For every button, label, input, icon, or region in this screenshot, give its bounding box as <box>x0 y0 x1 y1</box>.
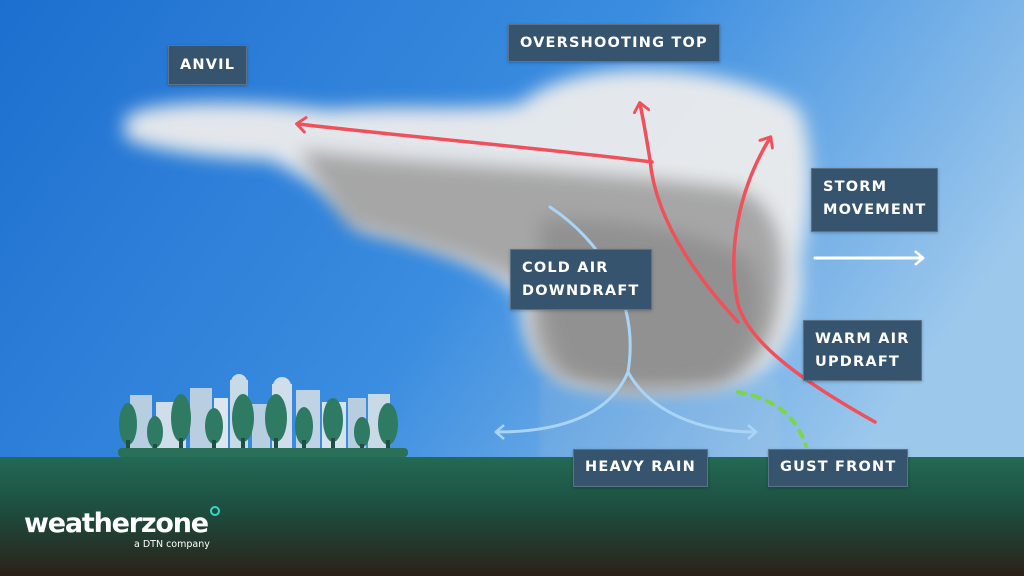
cold-outflow-left-arrow <box>494 370 630 440</box>
cold-air-downdraft-label: COLD AIR DOWNDRAFT <box>510 249 652 310</box>
warm-air-updraft-arrow <box>732 135 877 424</box>
heavy-rain-label: HEAVY RAIN <box>573 449 708 487</box>
overshooting-updraft-arrow <box>632 101 740 324</box>
logo-tagline: a DTN company <box>134 539 210 550</box>
trees <box>118 394 408 457</box>
logo-wordmark: weatherzone <box>24 508 209 539</box>
storm-movement-label: STORM MOVEMENT <box>811 168 939 232</box>
anvil-outflow-arrow <box>295 116 654 164</box>
overshooting-top-label: OVERSHOOTING TOP <box>508 24 720 62</box>
warm-air-updraft-label: WARM AIR UPDRAFT <box>803 320 922 381</box>
cold-outflow-right-arrow <box>626 370 758 440</box>
anvil-label: ANVIL <box>168 45 248 85</box>
gust-front-line <box>736 390 808 448</box>
gust-front-label: GUST FRONT <box>768 449 909 487</box>
logo-dot-icon <box>209 506 220 516</box>
weatherzone-logo: weatherzone a DTN company <box>24 506 220 550</box>
